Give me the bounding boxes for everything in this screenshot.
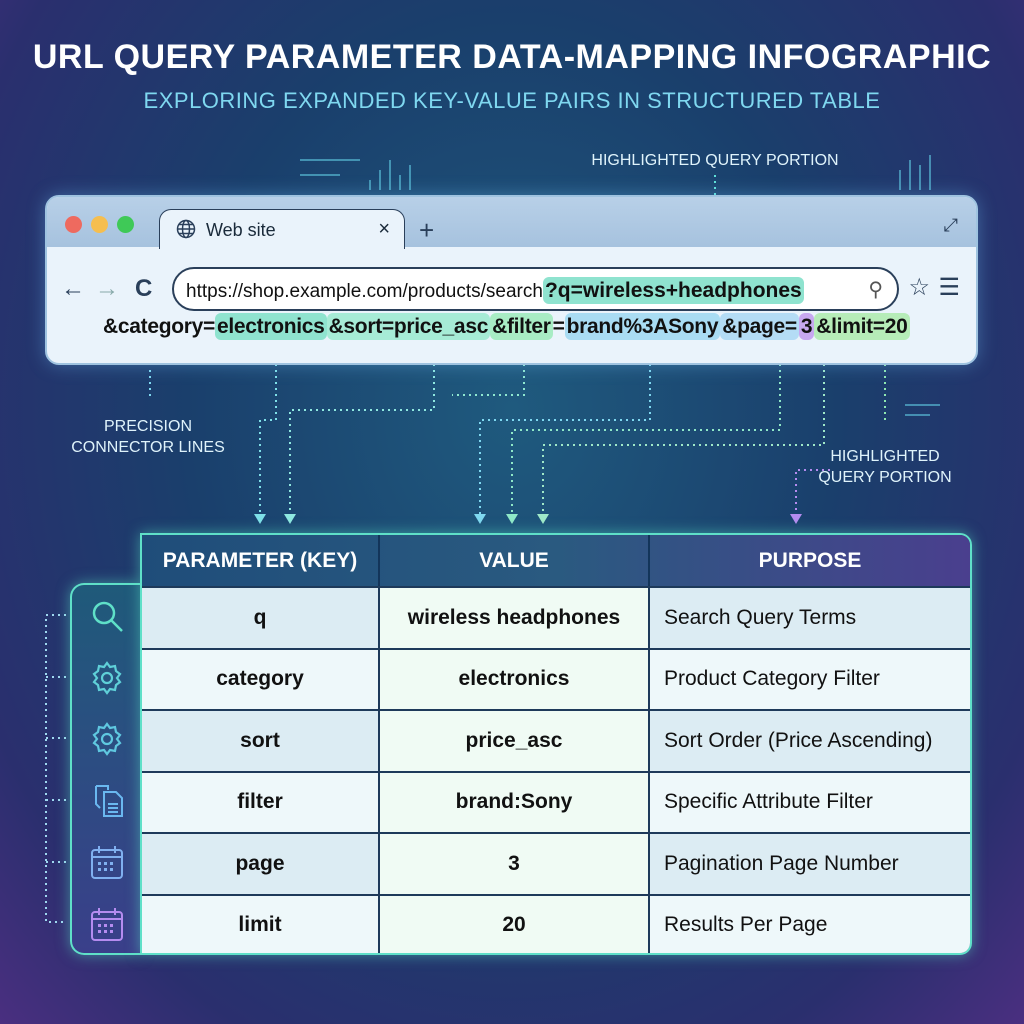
param-key: sort — [142, 711, 380, 771]
menu-icon[interactable]: ☰ — [938, 274, 960, 301]
url-query-highlight: ?q=wireless+headphones — [542, 277, 804, 304]
forward-button[interactable]: → — [95, 275, 119, 302]
tab-web-site[interactable]: Web site × — [159, 209, 405, 249]
param-value: electronics — [380, 649, 650, 709]
maximize-window-button[interactable] — [117, 216, 134, 233]
param-purpose: Specific Attribute Filter — [650, 772, 970, 832]
annotation-highlighted-query-right: HIGHLIGHTED QUERY PORTION — [810, 446, 960, 488]
url-segment: &page= — [720, 313, 799, 340]
annotation-line: CONNECTOR LINES — [71, 439, 225, 456]
param-key: q — [142, 588, 380, 648]
header-key: PARAMETER (KEY) — [142, 535, 380, 586]
annotation-line: PRECISION — [103, 418, 192, 435]
close-window-button[interactable] — [65, 216, 82, 233]
new-tab-button[interactable]: + — [419, 215, 435, 245]
param-value: 3 — [380, 834, 650, 894]
minimize-window-button[interactable] — [91, 216, 108, 233]
reload-button[interactable]: C — [135, 275, 153, 302]
address-bar[interactable]: https://shop.example.com/products/search… — [172, 267, 899, 311]
param-key: page — [142, 834, 380, 894]
header-value: VALUE — [380, 535, 650, 586]
close-tab-icon[interactable]: × — [378, 218, 390, 240]
annotation-line: HIGHLIGHTED — [830, 448, 940, 465]
param-value: price_asc — [380, 711, 650, 771]
url-base: https://shop.example.com/products/search — [186, 281, 543, 302]
page-subtitle: EXPLORING EXPANDED KEY-VALUE PAIRS IN ST… — [143, 88, 881, 113]
param-purpose: Search Query Terms — [650, 588, 970, 648]
tab-bar: Web site × + ⤢ — [47, 197, 976, 249]
annotation-line: QUERY PORTION — [818, 469, 952, 486]
expand-icon[interactable]: ⤢ — [943, 215, 958, 235]
url-segment: &filter — [490, 313, 553, 340]
url-segment: = — [552, 315, 565, 338]
annotation-highlighted-query-top: HIGHLIGHTED QUERY PORTION — [591, 152, 839, 169]
header-purpose: PURPOSE — [758, 548, 862, 572]
url-segment: 3 — [798, 313, 815, 340]
param-key: filter — [142, 772, 380, 832]
param-purpose: Pagination Page Number — [650, 834, 970, 894]
param-key: limit — [142, 895, 380, 953]
gear-icon — [92, 660, 122, 695]
param-value: brand:Sony — [380, 772, 650, 832]
url-segment: &category= — [103, 315, 215, 338]
globe-icon — [176, 219, 196, 239]
calendar-icon — [91, 907, 123, 941]
url-segment: &limit=20 — [814, 313, 910, 340]
param-key: category — [142, 649, 380, 709]
param-purpose: Product Category Filter — [650, 649, 970, 709]
document-filter-icon — [95, 784, 123, 817]
annotation-connector-lines: PRECISION CONNECTOR LINES — [60, 416, 236, 458]
url-segment: &sort=price_asc — [326, 313, 491, 340]
icon-column — [70, 583, 140, 955]
param-value: wireless headphones — [380, 588, 650, 648]
param-purpose: Sort Order (Price Ascending) — [650, 711, 970, 771]
calendar-icon — [91, 846, 123, 879]
url-segment: electronics — [214, 313, 327, 340]
url-continuation: &category=electronics&sort=price_asc&fil… — [103, 313, 910, 340]
search-icon[interactable]: ⚲ — [868, 279, 883, 301]
gear-icon — [92, 722, 122, 756]
search-icon — [92, 601, 123, 632]
table-header: PARAMETER (KEY) VALUE PURPOSE — [142, 535, 970, 586]
bookmark-star-icon[interactable]: ☆ — [908, 274, 930, 301]
url-segment: brand%3ASony — [564, 313, 721, 340]
browser-window: Web site × + ⤢ ← → C https://shop.exampl… — [45, 195, 978, 365]
param-purpose: Results Per Page — [650, 895, 970, 953]
page-title: URL QUERY PARAMETER DATA-MAPPING INFOGRA… — [32, 38, 992, 76]
tab-title: Web site — [206, 220, 276, 240]
param-value: 20 — [380, 895, 650, 953]
back-button[interactable]: ← — [61, 275, 85, 302]
